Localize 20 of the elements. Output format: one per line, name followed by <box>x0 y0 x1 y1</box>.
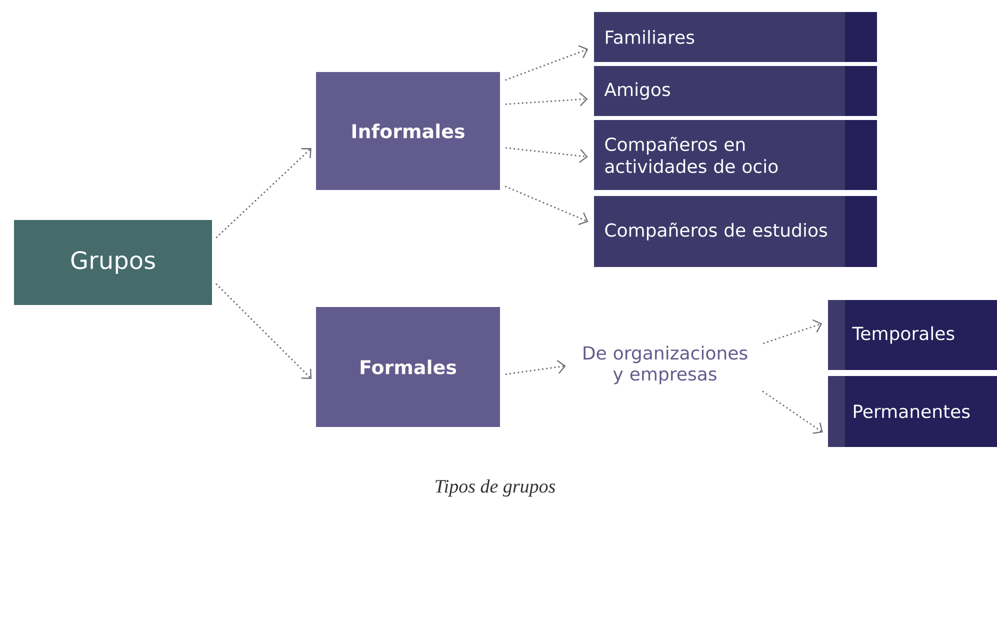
root-box: Grupos <box>14 220 212 305</box>
arrow <box>504 186 588 226</box>
arrow <box>505 45 588 81</box>
category-text: De organizaciones y empresas <box>584 346 748 384</box>
arrow <box>216 148 312 238</box>
arrow <box>763 319 822 344</box>
subtype-box: Compañeros de estudios <box>594 196 877 267</box>
arrow <box>505 360 566 376</box>
subtype-box: Permanentes <box>828 376 997 447</box>
arrow <box>505 92 588 106</box>
subtype-box: Amigos <box>594 66 877 116</box>
subtype-box: Temporales <box>828 300 997 370</box>
subtype-box: Familiares <box>594 12 877 62</box>
arrow <box>762 390 823 434</box>
caption: Tipos de grupos <box>436 479 556 497</box>
arrow <box>505 147 588 163</box>
subtype-box: Compañeros en actividades de ocio <box>594 120 877 190</box>
category-box: Informales <box>316 72 500 190</box>
arrow <box>216 283 312 380</box>
category-box: Formales <box>316 307 500 427</box>
